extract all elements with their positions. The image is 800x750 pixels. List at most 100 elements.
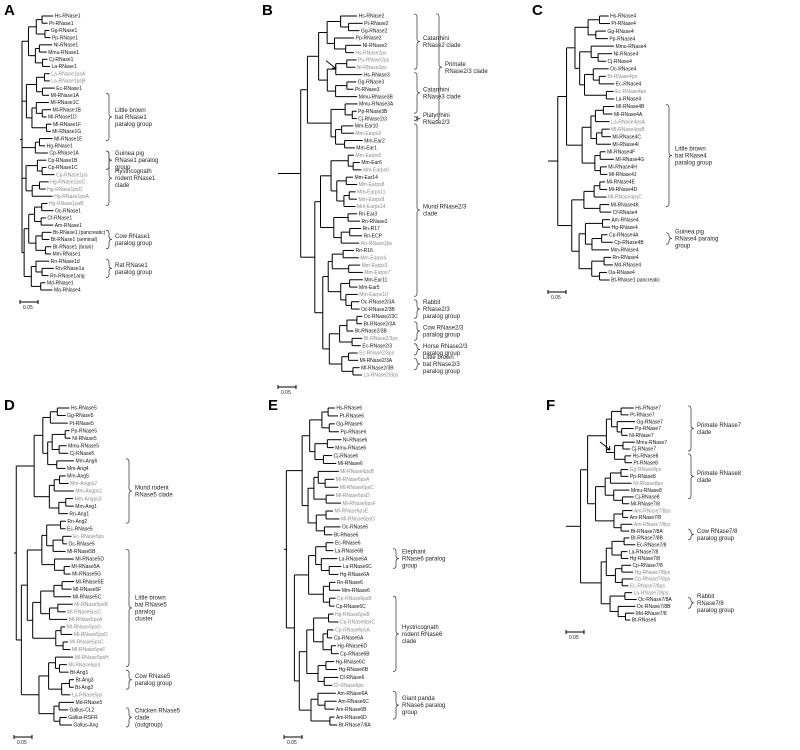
leaf-label: Mm-Ear11 — [364, 277, 387, 283]
leaf-label: Nl-RNase2 — [363, 43, 388, 49]
clade-label: paralog group — [675, 161, 713, 167]
leaf-label: Rn-Ang2 — [67, 519, 87, 525]
leaf-label: Ml-RNase6psF — [342, 501, 375, 507]
leaf-label: Gg-RNase1 — [51, 28, 78, 34]
leaf-label: Hs-RNase5 — [71, 406, 97, 412]
leaf-label: Cp-RNase6C — [336, 604, 366, 610]
leaf-label: Mm-RNase1 — [52, 252, 80, 258]
leaf-label: Cf-RNase1 — [47, 216, 72, 222]
leaf-label: Oc-RNase6 — [342, 525, 368, 531]
leaf-label: Cp-RNase6psB — [337, 596, 372, 602]
leaf-label: Pp-RNase8 — [630, 474, 656, 480]
leaf-label: Rn-R16 — [356, 248, 373, 254]
leaf-label: Ml-RNase4H — [608, 165, 637, 171]
leaf-label: Ml-RNase4C — [612, 134, 641, 140]
leaf-label: Bt-RNase7/8B — [631, 536, 664, 542]
leaf-label: Ml-RNase5E — [76, 579, 105, 585]
clade-label: group — [402, 710, 418, 716]
leaf-label: Hg-RNase6C — [336, 659, 366, 665]
leaf-label: Hg-RNase6B — [339, 667, 369, 673]
clade-label: RNase2/3 clade — [445, 69, 488, 75]
leaf-label: Pp-RNase6 — [341, 429, 367, 435]
leaf-label: Hs-RNase2ps — [355, 50, 387, 56]
clade-label: bat RNase5 — [135, 603, 167, 609]
leaf-label: Hg-RNase6psB — [335, 612, 370, 618]
leaf-label: Nl-RNase2ps — [357, 65, 387, 71]
leaf-label: Am-RNase6A — [337, 691, 368, 697]
leaf-label: Ml-RNase5psB — [74, 602, 108, 608]
leaf-label: Cp-RNase6psA — [335, 628, 370, 634]
leaf-label: Mmu-RNase7 — [636, 440, 667, 446]
leaf-label: Nl-RNase1 — [54, 43, 79, 49]
leaf-label: Am-RNase4 — [611, 217, 638, 223]
leaf-label: Mm-Ang1 — [75, 504, 97, 510]
clade-label: group — [675, 244, 691, 250]
clade-label: rodent RNase1 — [115, 176, 156, 182]
leaf-label: Ml-RNase4K — [611, 202, 640, 208]
leaf-label: Hg-RNase1psB — [49, 201, 84, 207]
leaf-label: Rn-RNase2 — [361, 219, 387, 225]
leaf-label: Mm-Ang6 — [76, 459, 98, 465]
leaf-label: Md-RNase4 — [614, 263, 641, 269]
leaf-label: Ml-RNase1G — [52, 129, 81, 135]
clade-label: bat RNase1 — [115, 115, 147, 121]
leaf-label: La-RNase6C — [343, 564, 372, 570]
clade-brace — [105, 229, 113, 250]
clade-brace — [392, 548, 400, 569]
leaf-label: Hs-RNase1 — [55, 14, 81, 20]
leaf-label: Cj-RNase7 — [632, 447, 657, 453]
leaf-label: Cj-RNase2/3 — [358, 116, 387, 122]
leaf-label: Pp-RNase4 — [609, 36, 635, 42]
leaf-label: Mm-Ear5 — [359, 285, 380, 291]
leaf-label: Pp-RNase3B — [358, 109, 388, 115]
leaf-label: Ml-RNase5F — [73, 587, 101, 593]
leaf-label: Ec-RNase1 — [56, 86, 82, 92]
leaf-label: Ml-RNase5psG — [67, 625, 101, 631]
leaf-label: Ml-RNase6psC — [340, 485, 374, 491]
leaf-label: Gg-RNase2 — [361, 28, 388, 34]
leaf-label: Oc-RNase7/8B — [637, 604, 671, 610]
leaf-label: La-RNase4psA — [611, 119, 646, 125]
leaf-label: Rn-Ear3 — [359, 212, 378, 218]
panel-label: C — [532, 2, 543, 19]
leaf-label: Cp-RNase1ps — [56, 172, 88, 178]
leaf-label: Mm-Angps2 — [70, 481, 97, 487]
arrow-marker — [599, 441, 611, 451]
leaf-label: Ml-RNase5psC — [67, 609, 101, 615]
leaf-label: Ma-RNase4 — [54, 288, 81, 294]
leaf-label: Ml-RNase1C — [50, 100, 79, 106]
leaf-label: Ml-RNase5psH — [75, 655, 109, 661]
leaf-label: Rn-R17 — [363, 226, 380, 232]
leaf-label: Mm-Earps4 — [360, 255, 386, 261]
leaf-label: La-RNase1psB — [51, 79, 86, 85]
leaf-label: Nl-RNase7 — [629, 433, 654, 439]
leaf-label: Gg-RNase8ps — [630, 467, 662, 473]
leaf-label: Mm-Angps3 — [75, 496, 102, 502]
leaf-label: Oc-RNase1 — [55, 208, 81, 214]
leaf-label: Oc-RNase5 — [69, 542, 95, 548]
clade-label: RNase3 clade — [423, 94, 461, 100]
clade-brace — [105, 150, 113, 206]
leaf-label: Ec-RNase4 — [616, 82, 642, 88]
leaf-label: Gallus-Ang — [73, 723, 98, 729]
clade-brace — [105, 92, 113, 141]
leaf-label: Hs-RNase6 — [336, 406, 362, 412]
panel-label: E — [268, 397, 278, 414]
leaf-label: Bt-RNase1 (seminal) — [51, 237, 98, 243]
clade-label: Chicken RNase5 — [135, 708, 181, 714]
panel-label: D — [4, 397, 15, 414]
leaf-label: La-RNase1psA — [51, 71, 86, 77]
scale-label: 0.05 — [23, 305, 33, 311]
clade-label: Horse RNase2/3 — [423, 344, 468, 350]
clade-label: RNase7/8 — [697, 601, 724, 607]
leaf-label: Gallus-CL2 — [69, 708, 94, 714]
leaf-label: Ml-RNase6 — [338, 461, 363, 467]
leaf-label: Ml-RNase5psI — [68, 662, 100, 668]
clade-brace — [125, 669, 133, 690]
leaf-label: Ml-RNase1F — [53, 122, 81, 128]
leaf-label: Md-RNase7/8 — [636, 611, 667, 617]
leaf-label: Bt-RNase2/3A — [364, 321, 397, 327]
clade-label: paralog group — [135, 681, 173, 687]
